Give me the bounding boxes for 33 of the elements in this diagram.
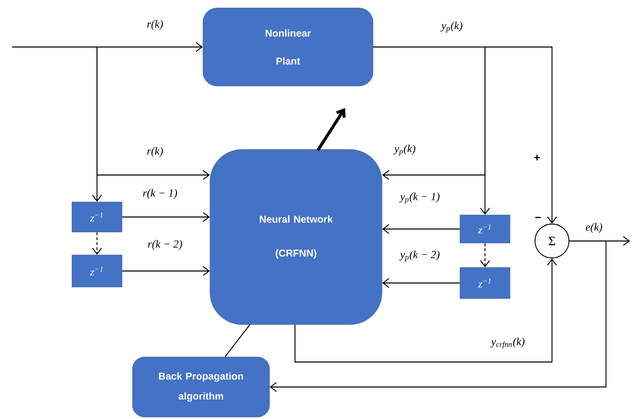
arrow [480,242,490,268]
edge-label: y$_{crfnn}$(k) [490,336,526,350]
arrow [92,46,102,202]
edge-label: r(k − 2) [146,239,184,251]
edge-label: e(k) [584,222,604,234]
arrow [382,278,460,288]
arrow [92,232,102,255]
connector-line [224,324,250,358]
arrow [294,258,557,362]
arrow [382,224,460,234]
delay-block: z$^{−1}$ [460,267,510,299]
edge-label: r(k) [146,19,164,31]
edge-label: y$_{p}$(k) [440,20,464,34]
summing-junction: Σ [534,224,570,258]
arrow [12,42,203,52]
edge-label: y$_{p}$(k − 2) [399,250,441,262]
sign-label: − [535,216,541,218]
process-box: Nonlinear Plant [202,8,374,86]
arrow [270,240,606,392]
delay-block: z$^{−1}$ [72,202,122,232]
arrow [316,108,346,152]
delay-block: z$^{−1}$ [460,214,510,244]
process-box: Neural Network (CRFNN) [210,149,382,325]
arrow [122,266,210,276]
sign-label: + [534,154,540,160]
edge-label: y$_{p}$(k − 1) [399,192,441,204]
edge-label: r(k) [146,146,164,158]
arrow [372,46,490,215]
process-box: Back Propagation algorithm [132,356,270,418]
edge-label: y$_{p}$(k) [393,144,417,156]
arrow [122,212,210,222]
edge-label: r(k − 1) [142,188,178,200]
delay-block: z$^{−1}$ [72,254,122,288]
